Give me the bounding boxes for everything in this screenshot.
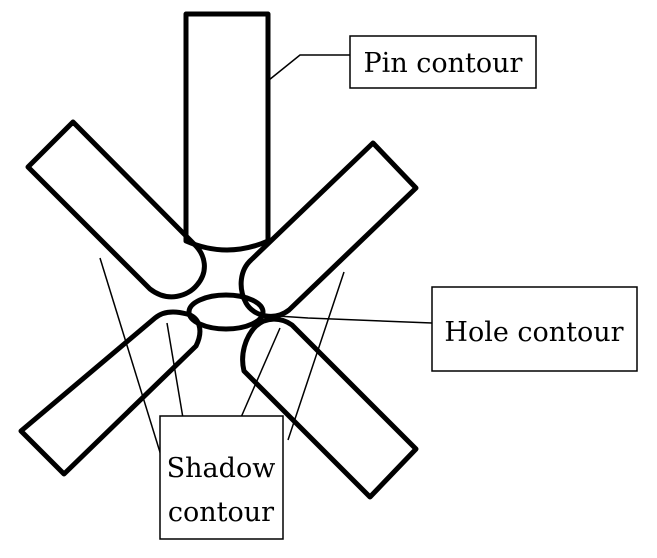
pin-contour-top — [183, 11, 271, 253]
shadow-leader-left-lower — [166, 322, 186, 431]
shadow-label-box — [159, 415, 284, 540]
pin-label: Pin contour — [364, 48, 523, 79]
hole-contour — [186, 292, 266, 332]
pin-contour-upper-right — [238, 140, 419, 319]
shadow-label-line2: contour — [168, 497, 274, 528]
shadow-leader-left-upper — [99, 257, 164, 463]
pin-contour-upper-left — [25, 119, 207, 300]
hole-label-box — [431, 286, 638, 372]
pin-leader-line — [268, 54, 350, 81]
hole-label: Hole contour — [444, 317, 623, 348]
pin-label-box — [349, 35, 537, 89]
shadow-leader-right-upper — [287, 271, 345, 441]
pin-contour-lower-right — [240, 316, 419, 500]
shadow-label-line1: Shadow — [167, 453, 276, 484]
